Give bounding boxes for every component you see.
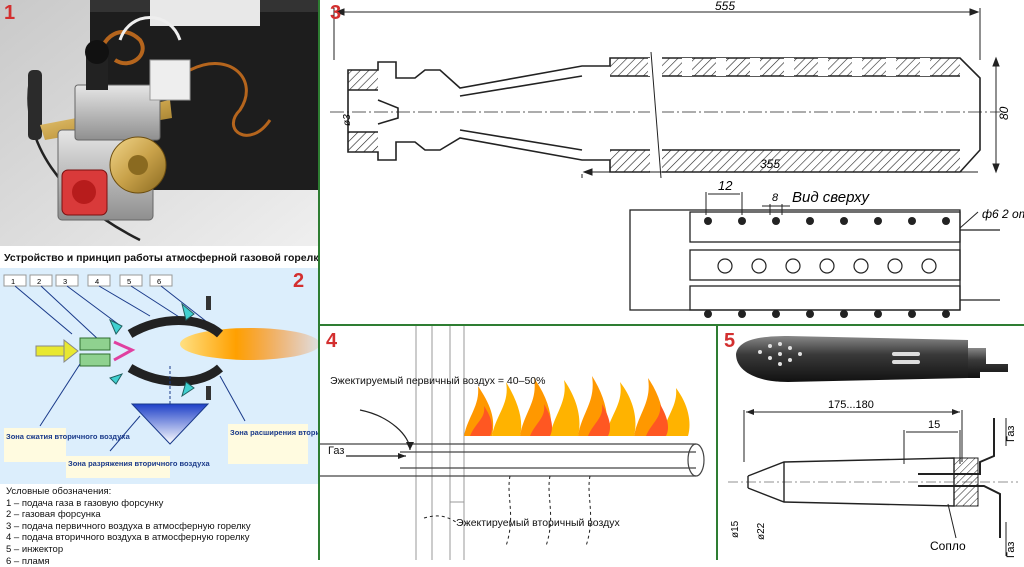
legend-item: 6 – пламя bbox=[6, 555, 50, 567]
panel-2-principle-diagram: Устройство и принцип работы атмосферной … bbox=[0, 246, 318, 560]
divider-vertical-lower bbox=[716, 324, 718, 560]
panel-5-burner-dimensions: 175...180 15 ø15 ø22 Газ Газ Сопло bbox=[718, 326, 1024, 560]
top-view-label: Вид сверху bbox=[792, 189, 870, 206]
panel-number-1: 1 bbox=[4, 2, 16, 24]
tab-4: 4 bbox=[95, 277, 99, 286]
legend-item: 3 – подача первичного воздуха в атмосфер… bbox=[6, 520, 251, 532]
ejection-schematic: Эжектируемый первичный воздух = 40–50% Г… bbox=[320, 326, 705, 560]
diagram-title: Устройство и принцип работы атмосферной … bbox=[4, 252, 318, 264]
legend-title: Условные обозначения: bbox=[6, 486, 112, 497]
legend-item: 2 – газовая форсунка bbox=[6, 509, 101, 521]
dim-nozzle: ø3 bbox=[342, 114, 353, 126]
legend-item: 5 – инжектор bbox=[6, 543, 64, 555]
zone-rarefaction-label: Зона разряжения вторичного воздуха bbox=[68, 459, 211, 468]
burner-photo bbox=[736, 336, 1008, 382]
secondary-air-label: Эжектируемый вторичный воздух bbox=[456, 517, 620, 529]
primary-air-label: Эжектируемый первичный воздух = 40–50% bbox=[330, 375, 545, 387]
dim-lower: 355 bbox=[760, 157, 780, 171]
dim-inner: 15 bbox=[928, 419, 940, 431]
flame-row bbox=[464, 376, 690, 436]
dim-total: 555 bbox=[715, 0, 735, 13]
injector-upper bbox=[127, 316, 224, 338]
zone-compression-label: Зона сжатия вторичного воздуха bbox=[6, 432, 131, 441]
panel-4-flame-schematic: Эжектируемый первичный воздух = 40–50% Г… bbox=[320, 326, 716, 560]
panel-number-4: 4 bbox=[326, 330, 338, 352]
burner-principle-diagram: Устройство и принцип работы атмосферной … bbox=[0, 252, 318, 484]
gas-top-label: Газ bbox=[1005, 426, 1017, 442]
panel-number-5: 5 bbox=[724, 330, 736, 352]
injector-lower bbox=[127, 364, 224, 386]
panel-1-photo bbox=[0, 0, 318, 246]
tab-5: 5 bbox=[127, 277, 131, 286]
dim-length: 175...180 bbox=[828, 399, 874, 411]
tab-2: 2 bbox=[37, 277, 41, 286]
legend-item: 4 – подача вторичного воздуха в атмосфер… bbox=[6, 532, 250, 544]
zone-expansion-label: Зона расширения вторичного воздуха bbox=[230, 428, 318, 437]
burner-drawing: 175...180 15 ø15 ø22 Газ Газ Сопло bbox=[728, 336, 1018, 558]
gas-valve-photo bbox=[0, 0, 318, 246]
dim-pitch: 12 bbox=[718, 178, 733, 193]
legend-item: 1 – подача газа в газовую форсунку bbox=[6, 497, 164, 509]
divider-horizontal bbox=[318, 324, 1024, 326]
tab-1: 1 bbox=[11, 277, 15, 286]
burner-section-drawing: 555 ø3 355 bbox=[330, 0, 1024, 318]
panel-3-technical-drawing: 555 ø3 355 bbox=[320, 0, 1024, 324]
panel-number-3: 3 bbox=[330, 2, 342, 24]
dim-d22: ø22 bbox=[756, 522, 767, 540]
legend: Условные обозначения: 1 – подача газа в … bbox=[6, 486, 316, 567]
gas-inlet-arrow bbox=[35, 345, 65, 357]
holes-note: ф6 2 отв bbox=[982, 207, 1024, 221]
gas-bottom-label: Газ bbox=[1005, 542, 1017, 558]
tab-3: 3 bbox=[63, 277, 67, 286]
divider-vertical bbox=[318, 0, 320, 560]
panel-number-2: 2 bbox=[293, 270, 305, 292]
gas-label: Газ bbox=[328, 445, 344, 457]
dim-hole: 8 bbox=[772, 192, 779, 204]
dim-height: 80 bbox=[997, 106, 1011, 120]
nozzle-label: Сопло bbox=[930, 539, 966, 553]
tab-6: 6 bbox=[157, 277, 161, 286]
flame-shape bbox=[180, 328, 318, 360]
dim-d15: ø15 bbox=[730, 520, 741, 538]
